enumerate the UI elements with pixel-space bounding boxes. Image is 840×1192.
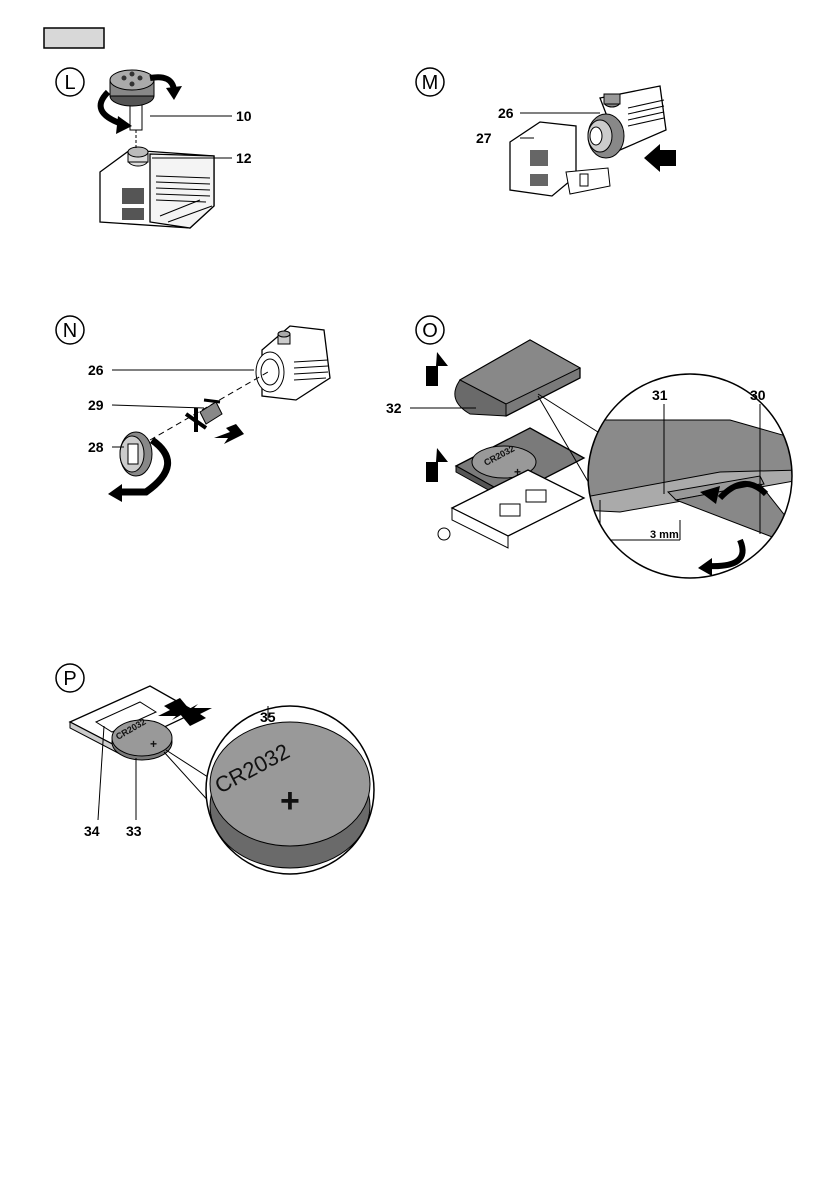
impeller (186, 400, 222, 432)
callout-35: 35 (260, 709, 276, 725)
step-O: O CR2032 + (386, 316, 820, 600)
bayonet-cap (120, 432, 152, 476)
pump-body-L (100, 147, 214, 228)
step-O-letter: O (422, 320, 438, 342)
callout-34: 34 (84, 823, 100, 839)
lift-arrow-pcb (426, 448, 448, 482)
remote-base (438, 470, 584, 548)
callout-28: 28 (88, 439, 104, 455)
remote-lid (455, 340, 580, 416)
header-tab (44, 28, 104, 48)
zoom-detail-P: CR2032 + (200, 700, 380, 880)
measurement-3mm: 3 mm (650, 529, 679, 541)
pull-arrow-N (214, 424, 244, 444)
step-M-letter: M (422, 72, 439, 94)
callout-26-M: 26 (498, 105, 514, 121)
step-N-letter: N (63, 320, 77, 342)
callout-26-N: 26 (88, 362, 104, 378)
polarity-mark-big: + (280, 782, 300, 820)
step-M: M 26 27 (416, 68, 676, 196)
push-arrow-M (644, 144, 676, 172)
callout-30: 30 (750, 387, 766, 403)
callout-12: 12 (236, 150, 252, 166)
pump-motor-M (588, 86, 666, 158)
callout-27: 27 (476, 130, 492, 146)
callout-31: 31 (652, 387, 668, 403)
callout-33: 33 (126, 823, 142, 839)
pump-housing-N (256, 326, 330, 400)
polarity-mark-small: + (150, 737, 157, 751)
callout-32: 32 (386, 400, 402, 416)
step-L-letter: L (64, 72, 75, 94)
step-N: N 26 29 2 (56, 316, 330, 502)
step-P: P CR2032 + CR2032 + (56, 664, 380, 880)
callout-10: 10 (236, 108, 252, 124)
callout-29: 29 (88, 397, 104, 413)
step-L: L (56, 68, 252, 228)
zoom-detail-O (560, 360, 820, 600)
step-P-letter: P (63, 668, 76, 690)
lift-arrow-lid (426, 352, 448, 386)
rotor-cap (110, 70, 154, 106)
